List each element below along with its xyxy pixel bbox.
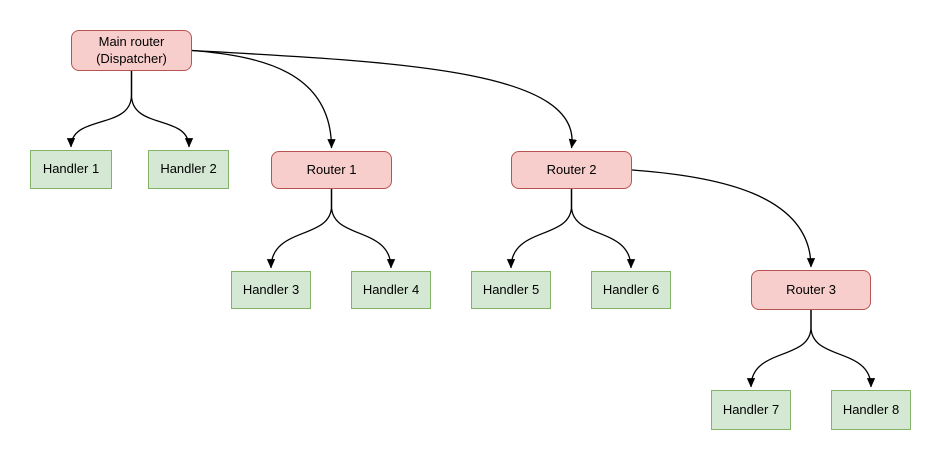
- node-handler-7[interactable]: Handler 7: [711, 390, 791, 430]
- node-router-1[interactable]: Router 1: [271, 151, 392, 189]
- node-handler-6[interactable]: Handler 6: [591, 271, 671, 309]
- edge-router2-router3: [631, 169, 816, 268]
- edge-router3-handler7: [746, 310, 812, 388]
- node-handler-1[interactable]: Handler 1: [30, 150, 112, 189]
- node-router-2[interactable]: Router 2: [511, 151, 632, 189]
- edge-router1-handler4: [330, 189, 396, 269]
- edge-router1-handler3: [266, 189, 333, 269]
- edge-main-router-router1: [191, 49, 336, 149]
- edge-router2-handler6: [570, 189, 636, 269]
- node-router-3[interactable]: Router 3: [751, 270, 871, 310]
- node-handler-5[interactable]: Handler 5: [471, 271, 551, 309]
- node-handler-2[interactable]: Handler 2: [148, 150, 229, 189]
- edge-router3-handler8: [810, 310, 876, 388]
- node-handler-4[interactable]: Handler 4: [351, 271, 431, 309]
- edge-main-router-handler1: [66, 71, 133, 148]
- node-handler-3[interactable]: Handler 3: [231, 271, 311, 309]
- edge-router2-handler5: [506, 189, 573, 269]
- edge-main-router-handler2: [130, 71, 194, 148]
- edge-main-router-router2: [191, 49, 577, 149]
- node-handler-8[interactable]: Handler 8: [831, 390, 911, 430]
- node-main-router[interactable]: Main router (Dispatcher): [71, 30, 192, 71]
